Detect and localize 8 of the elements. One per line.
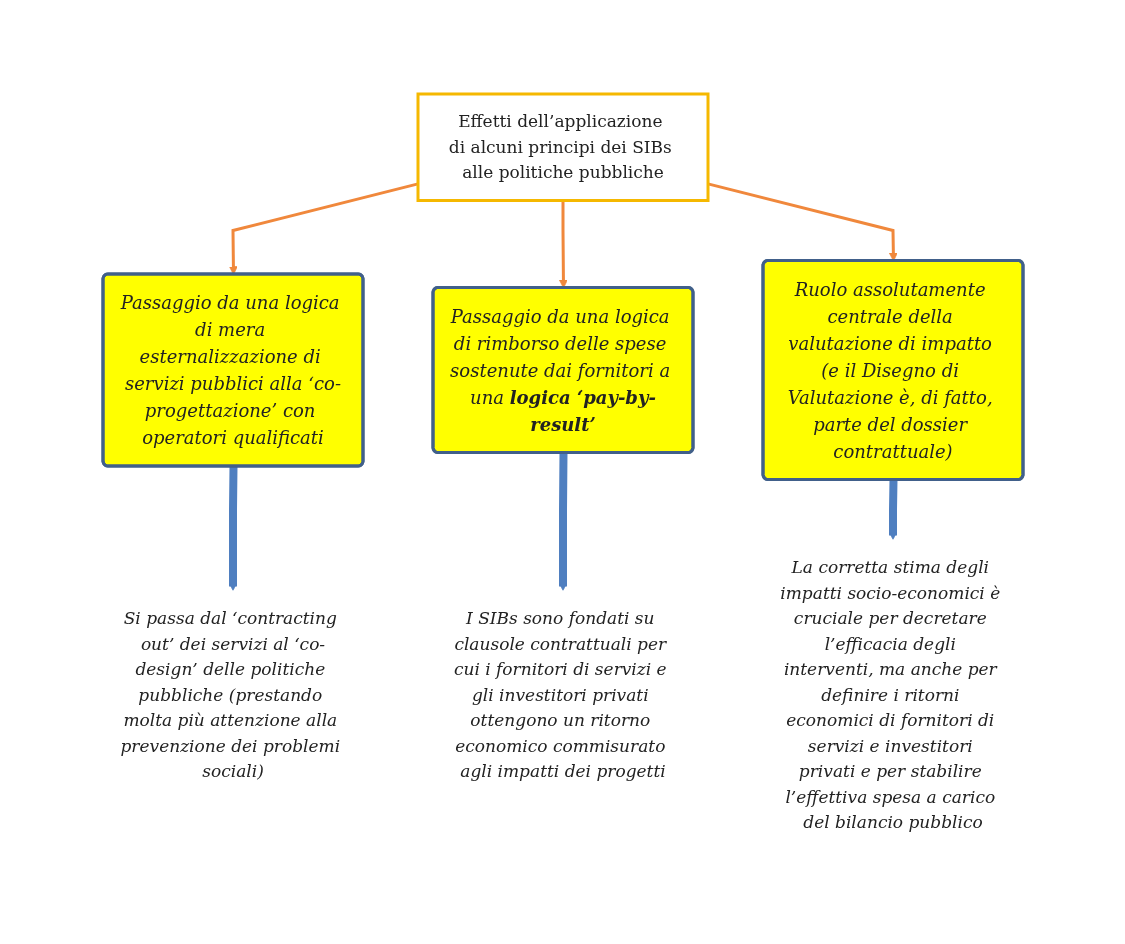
- node-text: La corretta stima degli impatti socio-economici è cruciale per decretare l’efficacia degli interventi, ma anche per definire i ritorni economici di fornitori di servizi e investitori privati e per stabilire l’effettiva spesa a carico del bilancio pubblico: [779, 556, 1000, 832]
- node-text: Si passa dal ‘contracting out’ dei servizi al ‘co-design’ delle politiche pubbliche (prestando molta più attenzione alla prevenzione dei problemi sociali): [119, 607, 340, 781]
- arrow: [228, 466, 237, 591]
- node-box: Effetti dell’applicazione di alcuni principi dei SIBs alle politiche pubbliche: [416, 92, 709, 202]
- node-text: I SIBs sono fondati su clausole contrattuali per cui i fornitori di servizi e gli investitori privati ottengono un ritorno economico commisurato agli impatti dei progetti: [453, 607, 667, 781]
- arrow: [888, 479, 897, 540]
- arrow: [558, 452, 567, 591]
- arrow: [228, 182, 418, 275]
